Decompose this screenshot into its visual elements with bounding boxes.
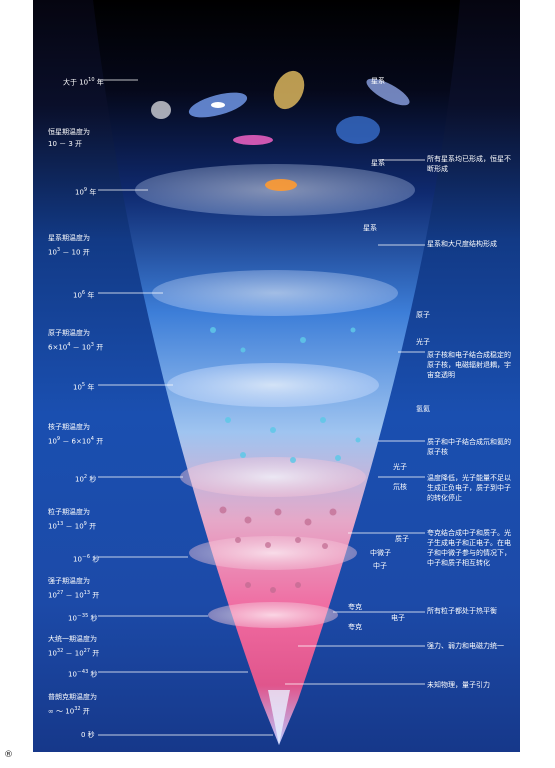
disk-particle-era bbox=[180, 457, 366, 497]
label-atom: 原子 bbox=[416, 311, 430, 319]
era-label-stellar: 恒星期温度为 bbox=[48, 128, 90, 136]
era-temp-galaxy: 103 － 10 开 bbox=[48, 247, 90, 257]
galaxy-magenta bbox=[233, 135, 273, 145]
label-neutron: 中子 bbox=[373, 562, 387, 570]
galaxy-left bbox=[151, 101, 171, 119]
label-proton: 质子 bbox=[395, 535, 409, 543]
era-label-galaxy: 星系期温度为 bbox=[48, 234, 90, 242]
era-temp-gut: 1032 － 1027 开 bbox=[48, 648, 100, 658]
hadron-dots bbox=[219, 506, 337, 593]
era-label-atom: 原子期温度为 bbox=[48, 329, 90, 337]
era-label-hadron: 强子期温度为 bbox=[48, 577, 90, 585]
note-recombination: 原子核和电子结合成稳定的原子核，电磁辐射退耦，宇宙变透明 bbox=[427, 351, 511, 379]
galaxy-blue-cloud bbox=[336, 116, 380, 144]
disk-hadron-era bbox=[189, 536, 357, 570]
note-thermal-equilibrium: 所有粒子都处于热平衡 bbox=[427, 607, 497, 615]
particle-dots bbox=[210, 327, 361, 463]
label-galaxy-1: 星系 bbox=[371, 77, 385, 85]
leader-lines bbox=[98, 79, 425, 736]
era-label-planck: 普朗克期温度为 bbox=[48, 693, 97, 701]
label-neutrino: 中微子 bbox=[370, 549, 391, 557]
era-temp-nucleus: 109 － 6×104 开 bbox=[48, 436, 104, 446]
cone-artwork bbox=[93, 0, 460, 745]
time-label-1e-43-seconds: 10－43 秒 bbox=[68, 669, 98, 679]
disk-nucleus-era bbox=[167, 363, 379, 407]
label-quark-2: 夸克 bbox=[348, 623, 362, 631]
universe-history-diagram: 大于 1010 年 恒星期温度为 10 － 3 开 109 年 星系期温度为 1… bbox=[33, 0, 520, 752]
era-label-gut: 大统一期温度为 bbox=[48, 635, 97, 643]
disk-gut-era bbox=[208, 602, 338, 628]
galaxy-blue-right bbox=[366, 78, 410, 106]
note-quantum-gravity: 未知物理，量子引力 bbox=[427, 681, 490, 689]
label-hydrogen-helium: 氢氦 bbox=[416, 405, 430, 413]
era-label-nucleus: 核子期温度为 bbox=[48, 423, 90, 431]
galaxy-spiral-1-core bbox=[211, 102, 225, 108]
label-galaxy-3: 星系 bbox=[363, 224, 377, 232]
time-label-1e-6-seconds: 10－6 秒 bbox=[73, 554, 100, 564]
note-all-galaxies-formed: 所有星系均已形成，恒星不断形成 bbox=[427, 155, 511, 173]
era-label-particle: 粒子期温度为 bbox=[48, 508, 90, 516]
era-temp-stellar: 10 － 3 开 bbox=[48, 140, 83, 148]
era-temp-atom: 6×104 － 103 开 bbox=[48, 342, 104, 352]
time-label-1e2-seconds: 102 秒 bbox=[75, 474, 97, 484]
note-quark-combination: 夸克结合成中子和质子。光子生成电子和正电子。在电子和中微子参与的情况下，中子和质… bbox=[427, 529, 511, 567]
label-photon-1: 光子 bbox=[416, 338, 430, 346]
note-force-unification: 强力、弱力和电磁力统一 bbox=[427, 642, 504, 650]
time-label-gt-1e10-years: 大于 1010 年 bbox=[63, 77, 104, 87]
note-nucleosynthesis: 质子和中子结合成氘和氦的原子核 bbox=[427, 438, 511, 456]
time-label-1e6-years: 106 年 bbox=[73, 290, 95, 300]
label-deuterium: 氘核 bbox=[393, 483, 407, 491]
cone-tip-glow bbox=[268, 690, 290, 745]
note-photon-energy-drop: 温度降低，光子能量不足以生成正负电子，质子到中子的转化停止 bbox=[427, 474, 511, 502]
note-large-scale-structure: 星系和大尺度结构形成 bbox=[427, 240, 497, 248]
label-quark-1: 夸克 bbox=[348, 603, 362, 611]
era-temp-particle: 1013 － 109 开 bbox=[48, 521, 97, 531]
star-burst bbox=[265, 179, 297, 191]
disk-atom-era bbox=[152, 270, 398, 316]
era-temp-hadron: 1027 － 1013 开 bbox=[48, 590, 100, 600]
time-label-1e-35-seconds: 10－35 秒 bbox=[68, 613, 98, 623]
era-temp-planck: ∞ ～ 1032 开 bbox=[48, 706, 90, 716]
time-label-1e5-years: 105 年 bbox=[73, 382, 95, 392]
label-galaxy-2: 星系 bbox=[371, 159, 385, 167]
label-photon-2: 光子 bbox=[393, 463, 407, 471]
registered-mark: ® bbox=[4, 750, 13, 760]
label-electron: 电子 bbox=[391, 614, 405, 622]
time-label-zero-seconds: 0 秒 bbox=[81, 731, 95, 739]
galaxy-yellow bbox=[273, 70, 305, 110]
time-label-1e9-years: 109 年 bbox=[75, 187, 97, 197]
